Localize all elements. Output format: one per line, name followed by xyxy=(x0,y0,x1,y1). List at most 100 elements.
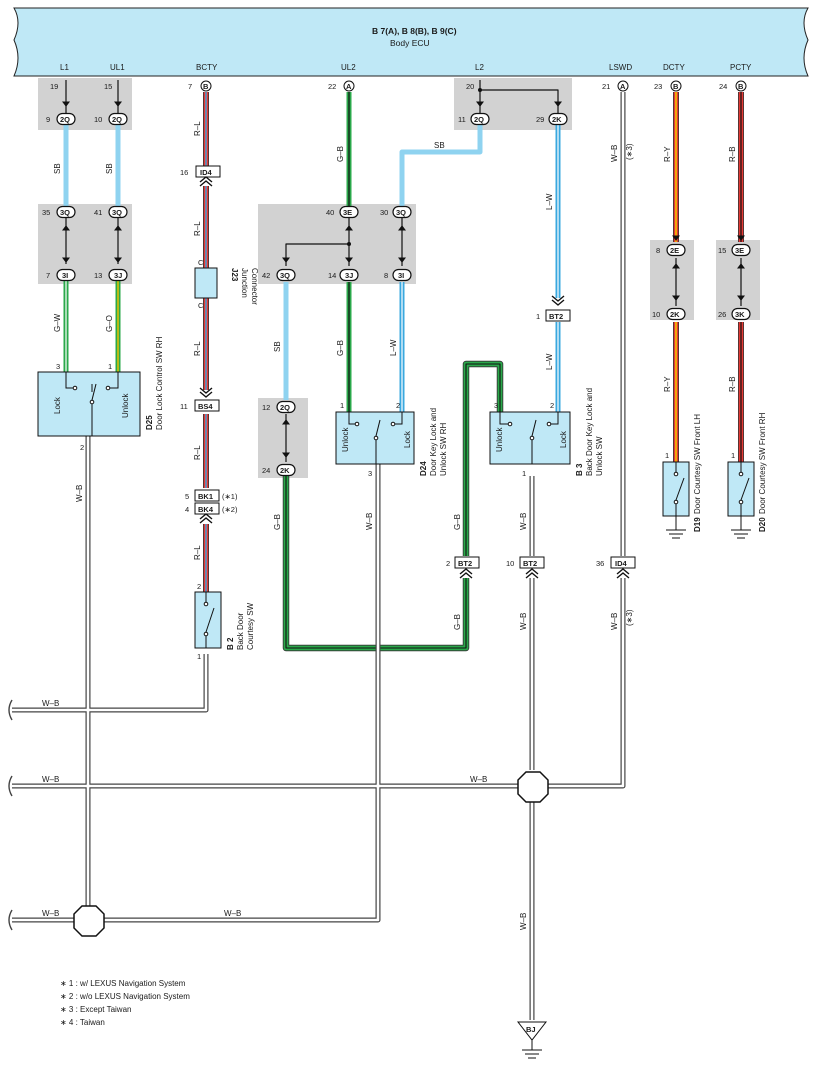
svg-text:2: 2 xyxy=(550,401,554,410)
svg-text:2Q: 2Q xyxy=(474,115,484,124)
svg-text:Unlock: Unlock xyxy=(121,393,130,418)
ecu-pin-numbers: 19 15 7 22 20 21 23 24 xyxy=(50,82,727,91)
svg-text:3: 3 xyxy=(56,362,60,371)
svg-text:B: B xyxy=(203,82,209,91)
svg-text:G–B: G–B xyxy=(336,340,345,356)
svg-text:10: 10 xyxy=(94,115,102,124)
svg-text:B: B xyxy=(673,82,679,91)
svg-text:(∗2): (∗2) xyxy=(222,505,238,514)
svg-text:L–W: L–W xyxy=(389,339,398,356)
svg-text:2: 2 xyxy=(446,559,450,568)
svg-text:35: 35 xyxy=(42,208,50,217)
svg-text:G–O: G–O xyxy=(105,315,114,332)
svg-text:2: 2 xyxy=(80,443,84,452)
svg-text:3Q: 3Q xyxy=(280,271,290,280)
svg-text:Unlock SW RH: Unlock SW RH xyxy=(439,422,448,476)
svg-text:D20: D20 xyxy=(758,517,767,532)
body-ecu: B 7(A), B 8(B), B 9(C) Body ECU xyxy=(13,7,809,77)
svg-text:BT2: BT2 xyxy=(523,559,537,568)
d25-door-lock-control-sw: Lock Unlock 3 1 2 D25 Door Lock Control … xyxy=(37,336,164,452)
svg-text:Door Key Lock and: Door Key Lock and xyxy=(429,408,438,476)
splice-points xyxy=(73,771,549,937)
svg-text:21: 21 xyxy=(602,82,610,91)
svg-text:3E: 3E xyxy=(735,246,744,255)
svg-text:2: 2 xyxy=(396,401,400,410)
svg-text:41: 41 xyxy=(94,208,102,217)
ecu-title: B 7(A), B 8(B), B 9(C) xyxy=(372,26,457,36)
pin-name-dcty: DCTY xyxy=(663,63,685,72)
svg-text:20: 20 xyxy=(466,82,474,91)
svg-text:2K: 2K xyxy=(280,466,290,475)
svg-text:SB: SB xyxy=(105,163,114,174)
svg-text:D24: D24 xyxy=(419,461,428,476)
svg-text:W–B: W–B xyxy=(42,775,59,784)
svg-text:B 3: B 3 xyxy=(575,463,584,476)
svg-text:42: 42 xyxy=(262,271,270,280)
d24-door-key-lock-sw: Unlock Lock 1 2 3 D24 Door Key Lock and … xyxy=(335,401,448,478)
d20-door-courtesy-sw-rh: 1 D20 Door Courtesy SW Front RH xyxy=(727,412,767,539)
ecu-pin-names: L1 UL1 BCTY UL2 L2 LSWD DCTY PCTY xyxy=(60,63,752,72)
svg-text:(∗3): (∗3) xyxy=(625,609,634,626)
svg-text:3K: 3K xyxy=(735,310,745,319)
svg-text:3: 3 xyxy=(494,401,498,410)
svg-text:ID4: ID4 xyxy=(200,168,213,177)
svg-text:W–B: W–B xyxy=(42,699,59,708)
svg-text:2K: 2K xyxy=(552,115,562,124)
svg-text:3J: 3J xyxy=(114,271,122,280)
svg-text:11: 11 xyxy=(458,115,466,124)
svg-text:1: 1 xyxy=(522,469,526,478)
svg-text:R–Y: R–Y xyxy=(663,376,672,392)
svg-text:8: 8 xyxy=(656,246,660,255)
svg-text:R–L: R–L xyxy=(193,121,202,136)
svg-text:R–L: R–L xyxy=(193,445,202,460)
svg-text:W–B: W–B xyxy=(75,485,84,502)
svg-text:2Q: 2Q xyxy=(112,115,122,124)
svg-text:Unlock SW: Unlock SW xyxy=(595,436,604,476)
svg-text:ID4: ID4 xyxy=(615,559,628,568)
junction-pins: 2Q 2Q 2Q 2K 3Q 3Q 3I 3J 3E 3Q 3Q 3J 3I 2… xyxy=(56,112,751,477)
svg-text:Lock: Lock xyxy=(53,396,62,414)
pin-name-bcty: BCTY xyxy=(196,63,218,72)
svg-text:Courtesy SW: Courtesy SW xyxy=(246,602,255,650)
svg-text:3Q: 3Q xyxy=(60,208,70,217)
svg-text:D25: D25 xyxy=(145,415,154,430)
svg-text:36: 36 xyxy=(596,559,604,568)
svg-text:11: 11 xyxy=(180,402,188,411)
svg-text:2Q: 2Q xyxy=(280,403,290,412)
note-1: ∗ 1 : w/ LEXUS Navigation System xyxy=(60,979,186,988)
footnotes: ∗ 1 : w/ LEXUS Navigation System ∗ 2 : w… xyxy=(60,979,190,1027)
svg-text:Back Door Key Lock and: Back Door Key Lock and xyxy=(585,388,594,476)
b3-back-door-key-lock-sw: Unlock Lock 3 2 1 B 3 Back Door Key Lock… xyxy=(489,388,604,478)
svg-text:L–W: L–W xyxy=(545,353,554,370)
svg-text:W–B: W–B xyxy=(42,909,59,918)
svg-text:(∗3): (∗3) xyxy=(625,143,634,160)
svg-text:A: A xyxy=(346,82,352,91)
svg-text:R–L: R–L xyxy=(193,341,202,356)
svg-text:SB: SB xyxy=(273,341,282,352)
svg-text:SB: SB xyxy=(434,141,445,150)
svg-text:40: 40 xyxy=(326,208,334,217)
inline-connectors: ID4 16 BS4 11 BK1 5 (∗1) BK4 4 (∗2) BT2 … xyxy=(180,165,636,579)
svg-text:R–L: R–L xyxy=(193,545,202,560)
svg-text:12: 12 xyxy=(262,403,270,412)
svg-text:Door Courtesy SW Front LH: Door Courtesy SW Front LH xyxy=(693,414,702,514)
svg-text:3: 3 xyxy=(368,469,372,478)
svg-text:1: 1 xyxy=(665,451,669,460)
svg-text:W–B: W–B xyxy=(519,513,528,530)
svg-text:1: 1 xyxy=(340,401,344,410)
note-2: ∗ 2 : w/o LEXUS Navigation System xyxy=(60,992,190,1001)
svg-text:BT2: BT2 xyxy=(458,559,472,568)
note-3: ∗ 3 : Except Taiwan xyxy=(60,1005,131,1014)
svg-text:G–B: G–B xyxy=(453,514,462,530)
svg-text:G–W: G–W xyxy=(53,313,62,332)
pin-name-l2: L2 xyxy=(475,63,484,72)
svg-text:7: 7 xyxy=(188,82,192,91)
j23-junction-connector: C C J23 Junction Connector xyxy=(194,258,259,310)
svg-text:W–B: W–B xyxy=(224,909,241,918)
svg-text:SB: SB xyxy=(53,163,62,174)
svg-text:26: 26 xyxy=(718,310,726,319)
svg-text:B 2: B 2 xyxy=(226,637,235,650)
svg-text:BJ: BJ xyxy=(526,1025,536,1034)
svg-text:24: 24 xyxy=(719,82,727,91)
pin-name-ul2: UL2 xyxy=(341,63,356,72)
